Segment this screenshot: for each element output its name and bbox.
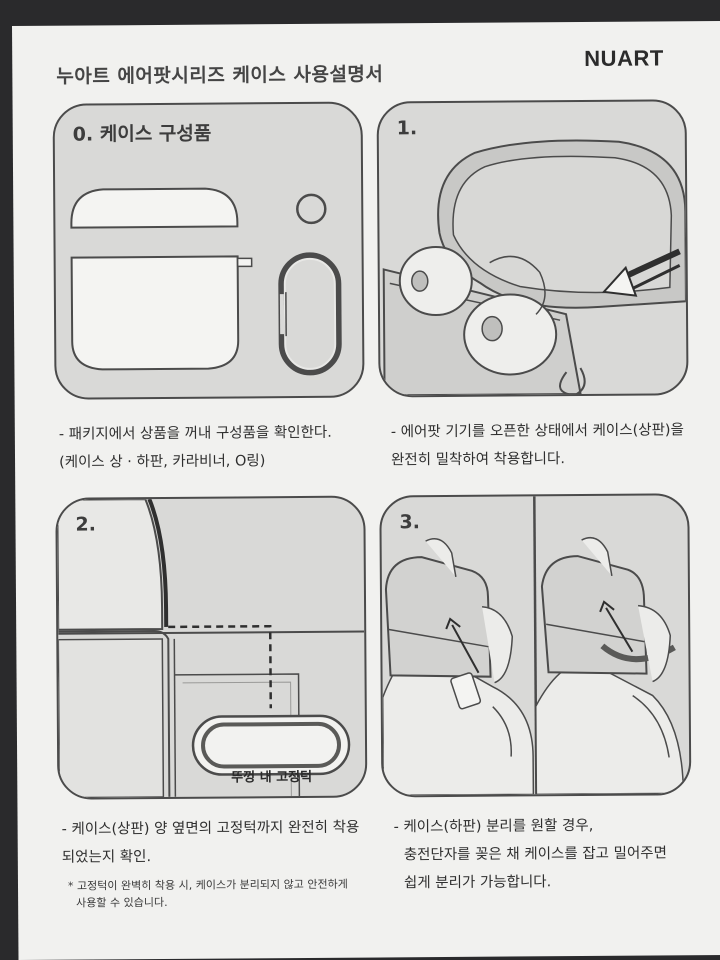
caption-step-2: - 케이스(상판) 양 옆면의 고정턱까지 완전히 착용 되었는지 확인. [61, 819, 360, 866]
panel-step-1: 1. [376, 99, 689, 398]
panel-step-3: 3. [379, 493, 692, 798]
panel-title: 3. [399, 511, 421, 534]
components-illustration [70, 187, 342, 376]
step2-illustration [57, 498, 365, 798]
push-arrow-left [451, 624, 480, 674]
lock-detail-zoom [191, 714, 351, 776]
caption-step-1: - 에어팟 기기를 오픈한 상태에서 케이스(상판)을 완전히 밀착하여 착용합… [390, 422, 684, 469]
lock-tab-label: 뚜껑 내 고정턱 [231, 769, 313, 786]
carabiner-part [278, 252, 342, 376]
case-top-part [70, 187, 239, 229]
case-edge [147, 498, 169, 627]
panel-title: 1. [396, 117, 418, 140]
panel-title: 2. [75, 513, 97, 536]
case-bottom-part [70, 255, 240, 371]
case-in-hand-right [540, 555, 648, 675]
leader-line [168, 624, 273, 709]
panel-step-2: 2. 뚜껑 내 고정턱 [55, 495, 368, 800]
caption-components: - 패키지에서 상품을 꺼내 구성품을 확인한다. (케이스 상 · 하판, 카… [58, 424, 332, 471]
panel-components: 0. 케이스 구성품 [52, 101, 365, 400]
manual-title: 누아트 에어팟시리즈 케이스 사용설명서 [56, 63, 384, 88]
panel-title: 0. 케이스 구성품 [72, 122, 212, 146]
earbud-left [398, 246, 473, 317]
case-in-hand-left [384, 556, 492, 678]
caption-step-3: - 케이스(하판) 분리를 원할 경우, 충전단자를 꽂은 채 케이스를 잡고 … [393, 817, 668, 892]
push-arrow-right [605, 607, 634, 653]
charging-plug-left [450, 672, 482, 710]
manual-sheet: 누아트 에어팟시리즈 케이스 사용설명서 NUART 0. 케이스 구성품 - … [12, 21, 720, 960]
case-hinge [236, 257, 253, 268]
earbud-right [463, 293, 558, 376]
brand-logo: NUART [584, 45, 664, 72]
note-step-2: * 고정턱이 완벽히 착용 시, 케이스가 분리되지 않고 안전하게 사용할 수… [67, 877, 348, 910]
step1-illustration [382, 139, 687, 396]
step3-illustration [381, 496, 685, 796]
o-ring-part [296, 193, 327, 225]
